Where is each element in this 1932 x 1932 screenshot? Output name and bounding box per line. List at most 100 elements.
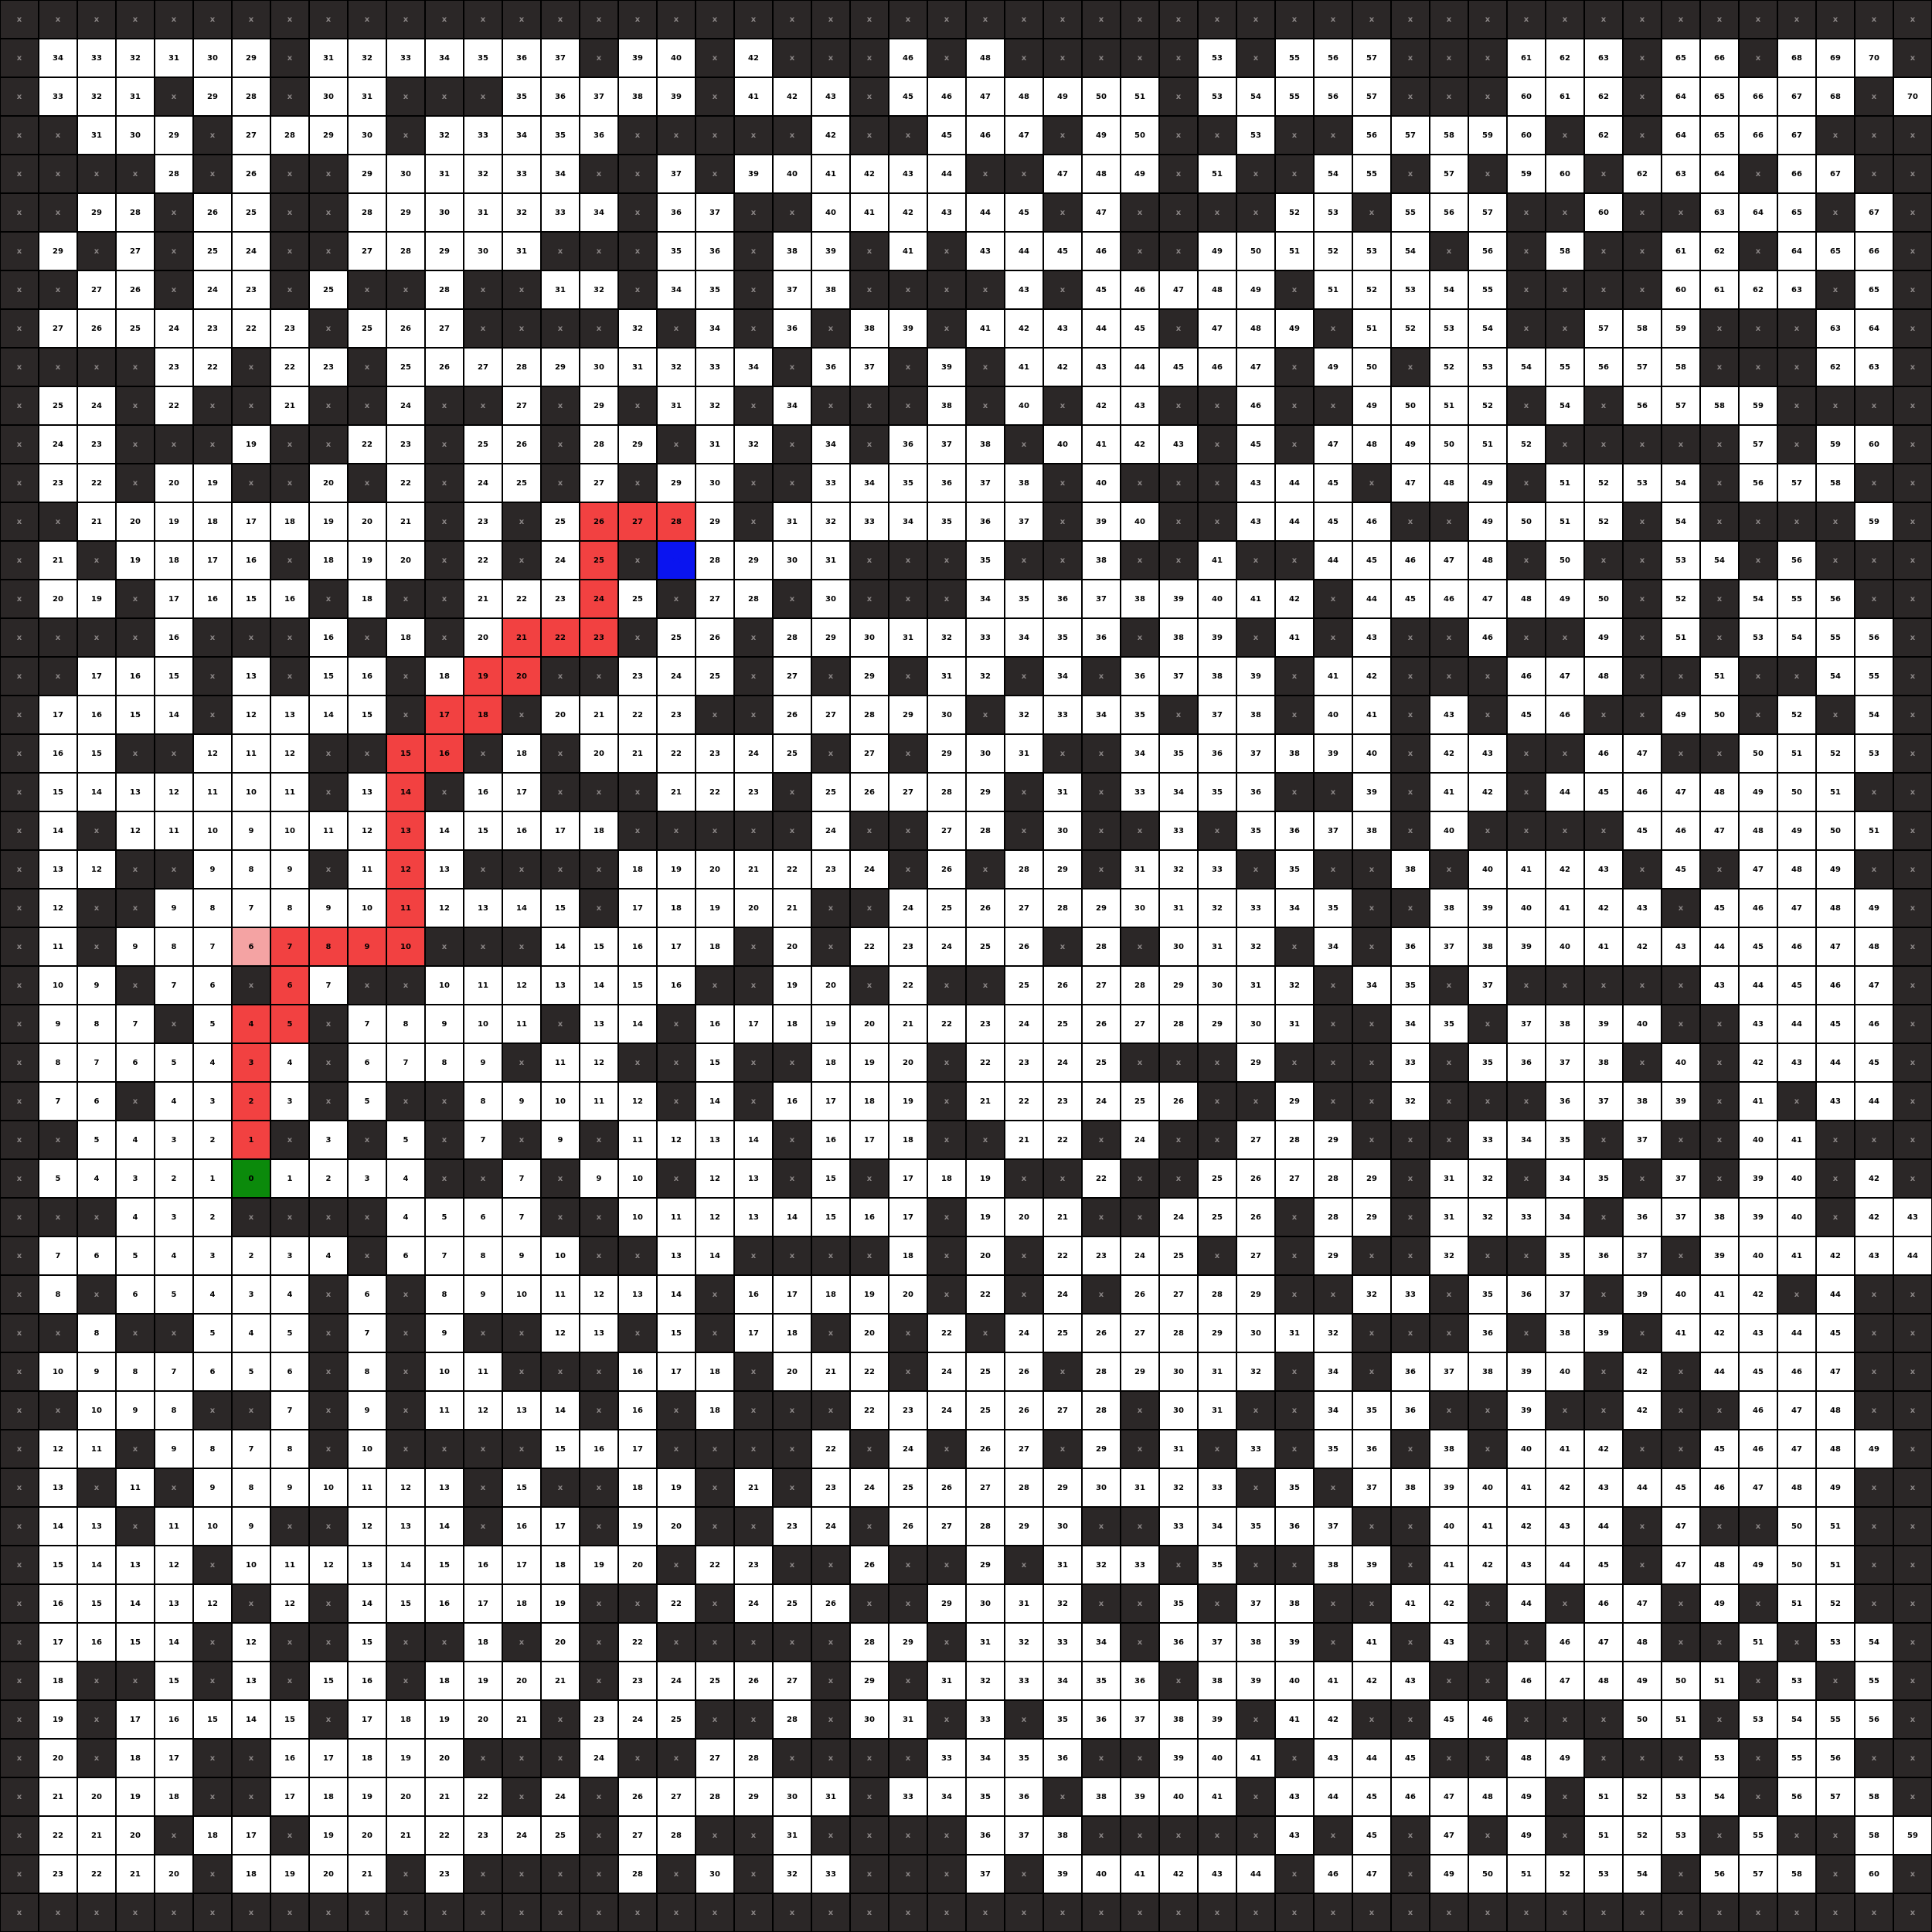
open-cell: 30: [966, 1584, 1005, 1623]
wall-cell: x: [1005, 1700, 1043, 1739]
open-cell: 28: [348, 193, 386, 232]
wall-cell: x: [155, 193, 193, 232]
open-cell: 48: [1816, 1430, 1855, 1468]
wall-cell: x: [193, 116, 232, 155]
wall-cell: x: [1005, 1236, 1043, 1275]
open-cell: 43: [1198, 1855, 1236, 1893]
open-cell: 7: [270, 1391, 309, 1430]
open-cell: 13: [425, 1468, 464, 1507]
open-cell: 40: [1662, 1275, 1700, 1314]
wall-cell: x: [1468, 1430, 1507, 1468]
wall-cell: x: [1430, 0, 1468, 39]
wall-cell: x: [1043, 116, 1082, 155]
wall-cell: x: [734, 0, 773, 39]
open-cell: 32: [1043, 1584, 1082, 1623]
open-cell: 57: [1739, 425, 1777, 464]
wall-cell: x: [696, 1584, 734, 1623]
open-cell: 30: [1043, 811, 1082, 850]
open-cell: 29: [657, 464, 696, 502]
wall-cell: x: [1159, 386, 1198, 425]
open-cell: 49: [1662, 696, 1700, 734]
open-cell: 45: [1236, 425, 1275, 464]
open-cell: 18: [889, 1121, 927, 1159]
open-cell: 9: [116, 1391, 155, 1430]
open-cell: 40: [1082, 1855, 1121, 1893]
open-cell: 43: [1468, 734, 1507, 773]
open-cell: 50: [1121, 116, 1159, 155]
open-cell: 40: [811, 193, 850, 232]
wall-cell: x: [309, 773, 348, 811]
wall-cell: x: [1159, 1662, 1198, 1700]
wall-cell: x: [309, 1198, 348, 1236]
wall-cell: x: [193, 1777, 232, 1816]
open-cell: 26: [116, 270, 155, 309]
open-cell: 13: [734, 1159, 773, 1198]
open-cell: 11: [155, 811, 193, 850]
open-cell: 31: [927, 657, 966, 696]
open-cell: 15: [309, 657, 348, 696]
open-cell: 33: [811, 1855, 850, 1893]
wall-cell: x: [464, 1314, 502, 1352]
wall-cell: x: [502, 1430, 541, 1468]
wall-cell: x: [773, 1739, 811, 1777]
wall-cell: x: [1739, 1584, 1777, 1623]
open-cell: 4: [386, 1198, 425, 1236]
open-cell: 45: [1700, 1430, 1739, 1468]
wall-cell: x: [1352, 1082, 1391, 1121]
wall-cell: x: [0, 1584, 39, 1623]
wall-cell: x: [811, 734, 850, 773]
open-cell: 44: [1236, 1855, 1275, 1893]
open-cell: 25: [773, 1584, 811, 1623]
wall-cell: x: [966, 348, 1005, 386]
open-cell: 21: [811, 1352, 850, 1391]
path-cell: 19: [464, 657, 502, 696]
open-cell: 33: [464, 116, 502, 155]
wall-cell: x: [1739, 657, 1777, 696]
open-cell: 27: [618, 1816, 657, 1855]
open-cell: 40: [1198, 580, 1236, 618]
wall-cell: x: [1893, 773, 1932, 811]
open-cell: 28: [1043, 889, 1082, 927]
open-cell: 19: [77, 580, 116, 618]
open-cell: 32: [811, 502, 850, 541]
wall-cell: x: [386, 1314, 425, 1352]
wall-cell: x: [1739, 39, 1777, 77]
open-cell: 11: [193, 773, 232, 811]
wall-cell: x: [580, 0, 618, 39]
open-cell: 23: [464, 502, 502, 541]
open-cell: 14: [773, 1198, 811, 1236]
wall-cell: x: [1739, 1507, 1777, 1546]
open-cell: 12: [232, 1623, 270, 1662]
wall-cell: x: [0, 1121, 39, 1159]
open-cell: 29: [734, 1777, 773, 1816]
open-cell: 54: [1700, 1777, 1739, 1816]
wall-cell: x: [580, 1198, 618, 1236]
open-cell: 29: [889, 1623, 927, 1662]
open-cell: 10: [541, 1236, 580, 1275]
wall-cell: x: [927, 966, 966, 1005]
wall-cell: x: [927, 1236, 966, 1275]
open-cell: 17: [618, 889, 657, 927]
open-cell: 46: [1391, 1777, 1430, 1816]
wall-cell: x: [1584, 232, 1623, 270]
open-cell: 17: [270, 1777, 309, 1816]
wall-cell: x: [1005, 1159, 1043, 1198]
open-cell: 52: [1662, 580, 1700, 618]
open-cell: 18: [232, 1855, 270, 1893]
wall-cell: x: [1893, 889, 1932, 927]
open-cell: 38: [1584, 1043, 1623, 1082]
open-cell: 36: [1159, 1623, 1198, 1662]
open-cell: 43: [889, 155, 927, 193]
open-cell: 38: [927, 386, 966, 425]
wall-cell: x: [1700, 1391, 1739, 1430]
wall-cell: x: [773, 1893, 811, 1932]
open-cell: 28: [1198, 1275, 1236, 1314]
open-cell: 18: [618, 850, 657, 889]
open-cell: 42: [1507, 1507, 1546, 1546]
wall-cell: x: [1700, 850, 1739, 889]
open-cell: 37: [1236, 1584, 1275, 1623]
open-cell: 44: [1352, 1739, 1391, 1777]
open-cell: 30: [425, 193, 464, 232]
open-cell: 39: [1159, 1739, 1198, 1777]
wall-cell: x: [1391, 77, 1430, 116]
